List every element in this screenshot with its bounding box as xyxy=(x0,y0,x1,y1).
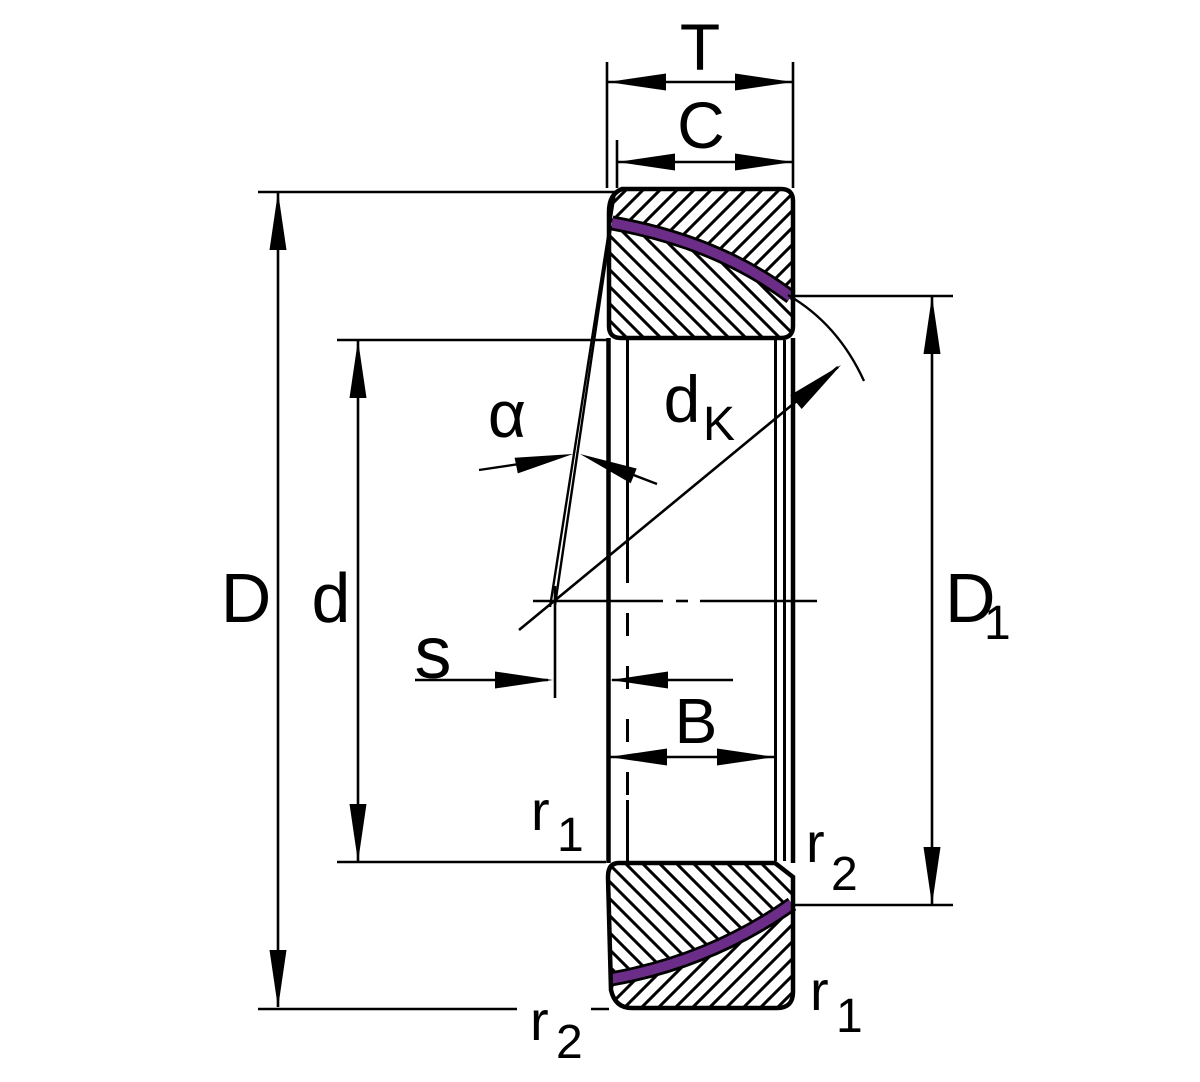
dim-dK-line xyxy=(518,365,839,632)
dim-C-arrow-right xyxy=(735,153,793,171)
dim-dK-arrow xyxy=(790,365,841,409)
top-contact-surface xyxy=(611,218,794,301)
dim-s-arrow-right xyxy=(610,671,668,689)
alpha-arrow-left xyxy=(514,454,573,474)
label-dK-base: d xyxy=(664,362,701,436)
label-r2-right-base: r xyxy=(806,811,825,874)
label-D: D xyxy=(221,559,272,637)
label-dK-sub: K xyxy=(703,398,735,451)
label-D1-sub: 1 xyxy=(984,597,1011,650)
dim-B xyxy=(609,748,775,766)
dim-B-arrow-right xyxy=(717,748,775,766)
dim-C-arrow-left xyxy=(617,153,675,171)
top-inner-ring-hatch xyxy=(609,215,793,338)
bottom-cross-section xyxy=(605,860,797,1011)
label-r2-bottom-base: r xyxy=(530,989,549,1052)
label-r1-left-base: r xyxy=(531,779,550,842)
label-r1-right-sub: 1 xyxy=(836,990,863,1043)
dim-D-arrow-top xyxy=(269,192,287,250)
alpha-arrow-right xyxy=(580,454,637,484)
dim-D xyxy=(258,190,617,1011)
dim-s-arrow-left xyxy=(495,671,553,689)
dim-alpha xyxy=(478,191,658,608)
alpha-construction-line-outer xyxy=(548,191,617,608)
label-r2-bottom-sub: 2 xyxy=(556,1016,583,1069)
dim-D1 xyxy=(791,294,953,907)
label-C: C xyxy=(677,88,725,162)
top-cross-section xyxy=(606,186,796,341)
dim-s xyxy=(415,671,733,689)
label-B: B xyxy=(675,685,718,757)
label-s: s xyxy=(415,611,452,694)
dim-C xyxy=(615,140,793,188)
dim-d-arrow-top xyxy=(349,340,367,398)
dim-d xyxy=(337,338,608,864)
bottom-inner-ring-hatch xyxy=(608,863,793,978)
dim-d-arrow-bottom xyxy=(349,804,367,862)
label-r2-right-sub: 2 xyxy=(831,848,858,901)
label-r1-left-sub: 1 xyxy=(557,809,584,862)
dim-D-arrow-bottom xyxy=(269,950,287,1008)
label-alpha: α xyxy=(488,377,526,451)
dim-D1-arrow-bottom xyxy=(923,847,941,905)
alpha-tail-right xyxy=(630,472,658,486)
dim-B-arrow-left xyxy=(609,748,667,766)
dim-T-arrow-right xyxy=(735,73,793,91)
label-D1-base: D xyxy=(945,559,996,637)
dim-T-arrow-left xyxy=(608,73,666,91)
label-d: d xyxy=(312,559,351,637)
alpha-construction-line-inner xyxy=(553,225,613,606)
bottom-contact-surface xyxy=(610,900,795,984)
label-T: T xyxy=(680,10,720,84)
label-r1-right-base: r xyxy=(810,959,829,1022)
dim-dK xyxy=(518,293,866,632)
dim-T xyxy=(605,62,795,188)
dim-dK-sphere-arc xyxy=(787,293,866,382)
dim-D1-arrow-top xyxy=(923,296,941,354)
bottom-section-outline xyxy=(605,860,796,1011)
